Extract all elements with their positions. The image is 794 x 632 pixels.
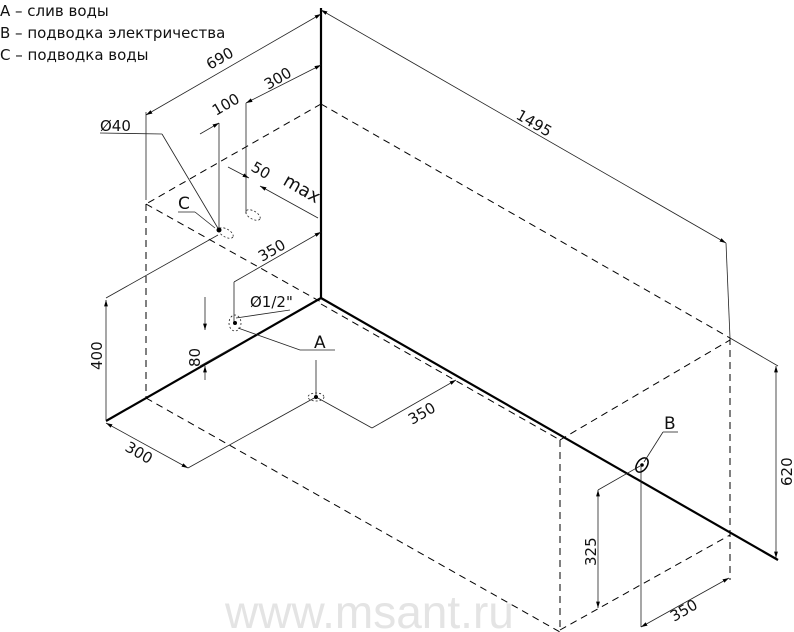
dim-diameter-40: Ø40 xyxy=(100,117,131,135)
marker-b: B xyxy=(664,414,676,434)
watermark: www.msant.ru xyxy=(224,586,514,632)
hidden-contour xyxy=(145,103,731,632)
dimension-lines xyxy=(99,9,779,628)
dim-350-electric: 350 xyxy=(667,596,701,626)
legend-water-supply: C – подводка воды xyxy=(0,46,149,64)
dim-max: max xyxy=(280,170,325,208)
marker-a: A xyxy=(314,333,326,353)
dim-100: 100 xyxy=(209,90,243,120)
dim-620: 620 xyxy=(778,457,794,486)
marker-c: C xyxy=(178,194,190,214)
water-supply-outlets xyxy=(216,209,261,239)
dim-300-drain: 300 xyxy=(122,438,156,468)
dim-325: 325 xyxy=(582,537,600,566)
dim-350-drain: 350 xyxy=(405,399,439,429)
dim-400: 400 xyxy=(88,341,106,370)
bathtub-outline xyxy=(105,8,779,561)
dim-350-supply: 350 xyxy=(255,236,289,266)
electric-outlet-point xyxy=(635,457,649,473)
dim-1495: 1495 xyxy=(513,106,555,141)
drain-point xyxy=(228,314,325,402)
dim-diameter-half-inch: Ø1/2" xyxy=(250,293,293,311)
dim-300-top: 300 xyxy=(261,64,295,94)
dim-80: 80 xyxy=(186,348,204,367)
dim-690: 690 xyxy=(203,44,237,74)
dim-50: 50 xyxy=(248,158,274,183)
legend-drain: A – слив воды xyxy=(0,2,109,20)
